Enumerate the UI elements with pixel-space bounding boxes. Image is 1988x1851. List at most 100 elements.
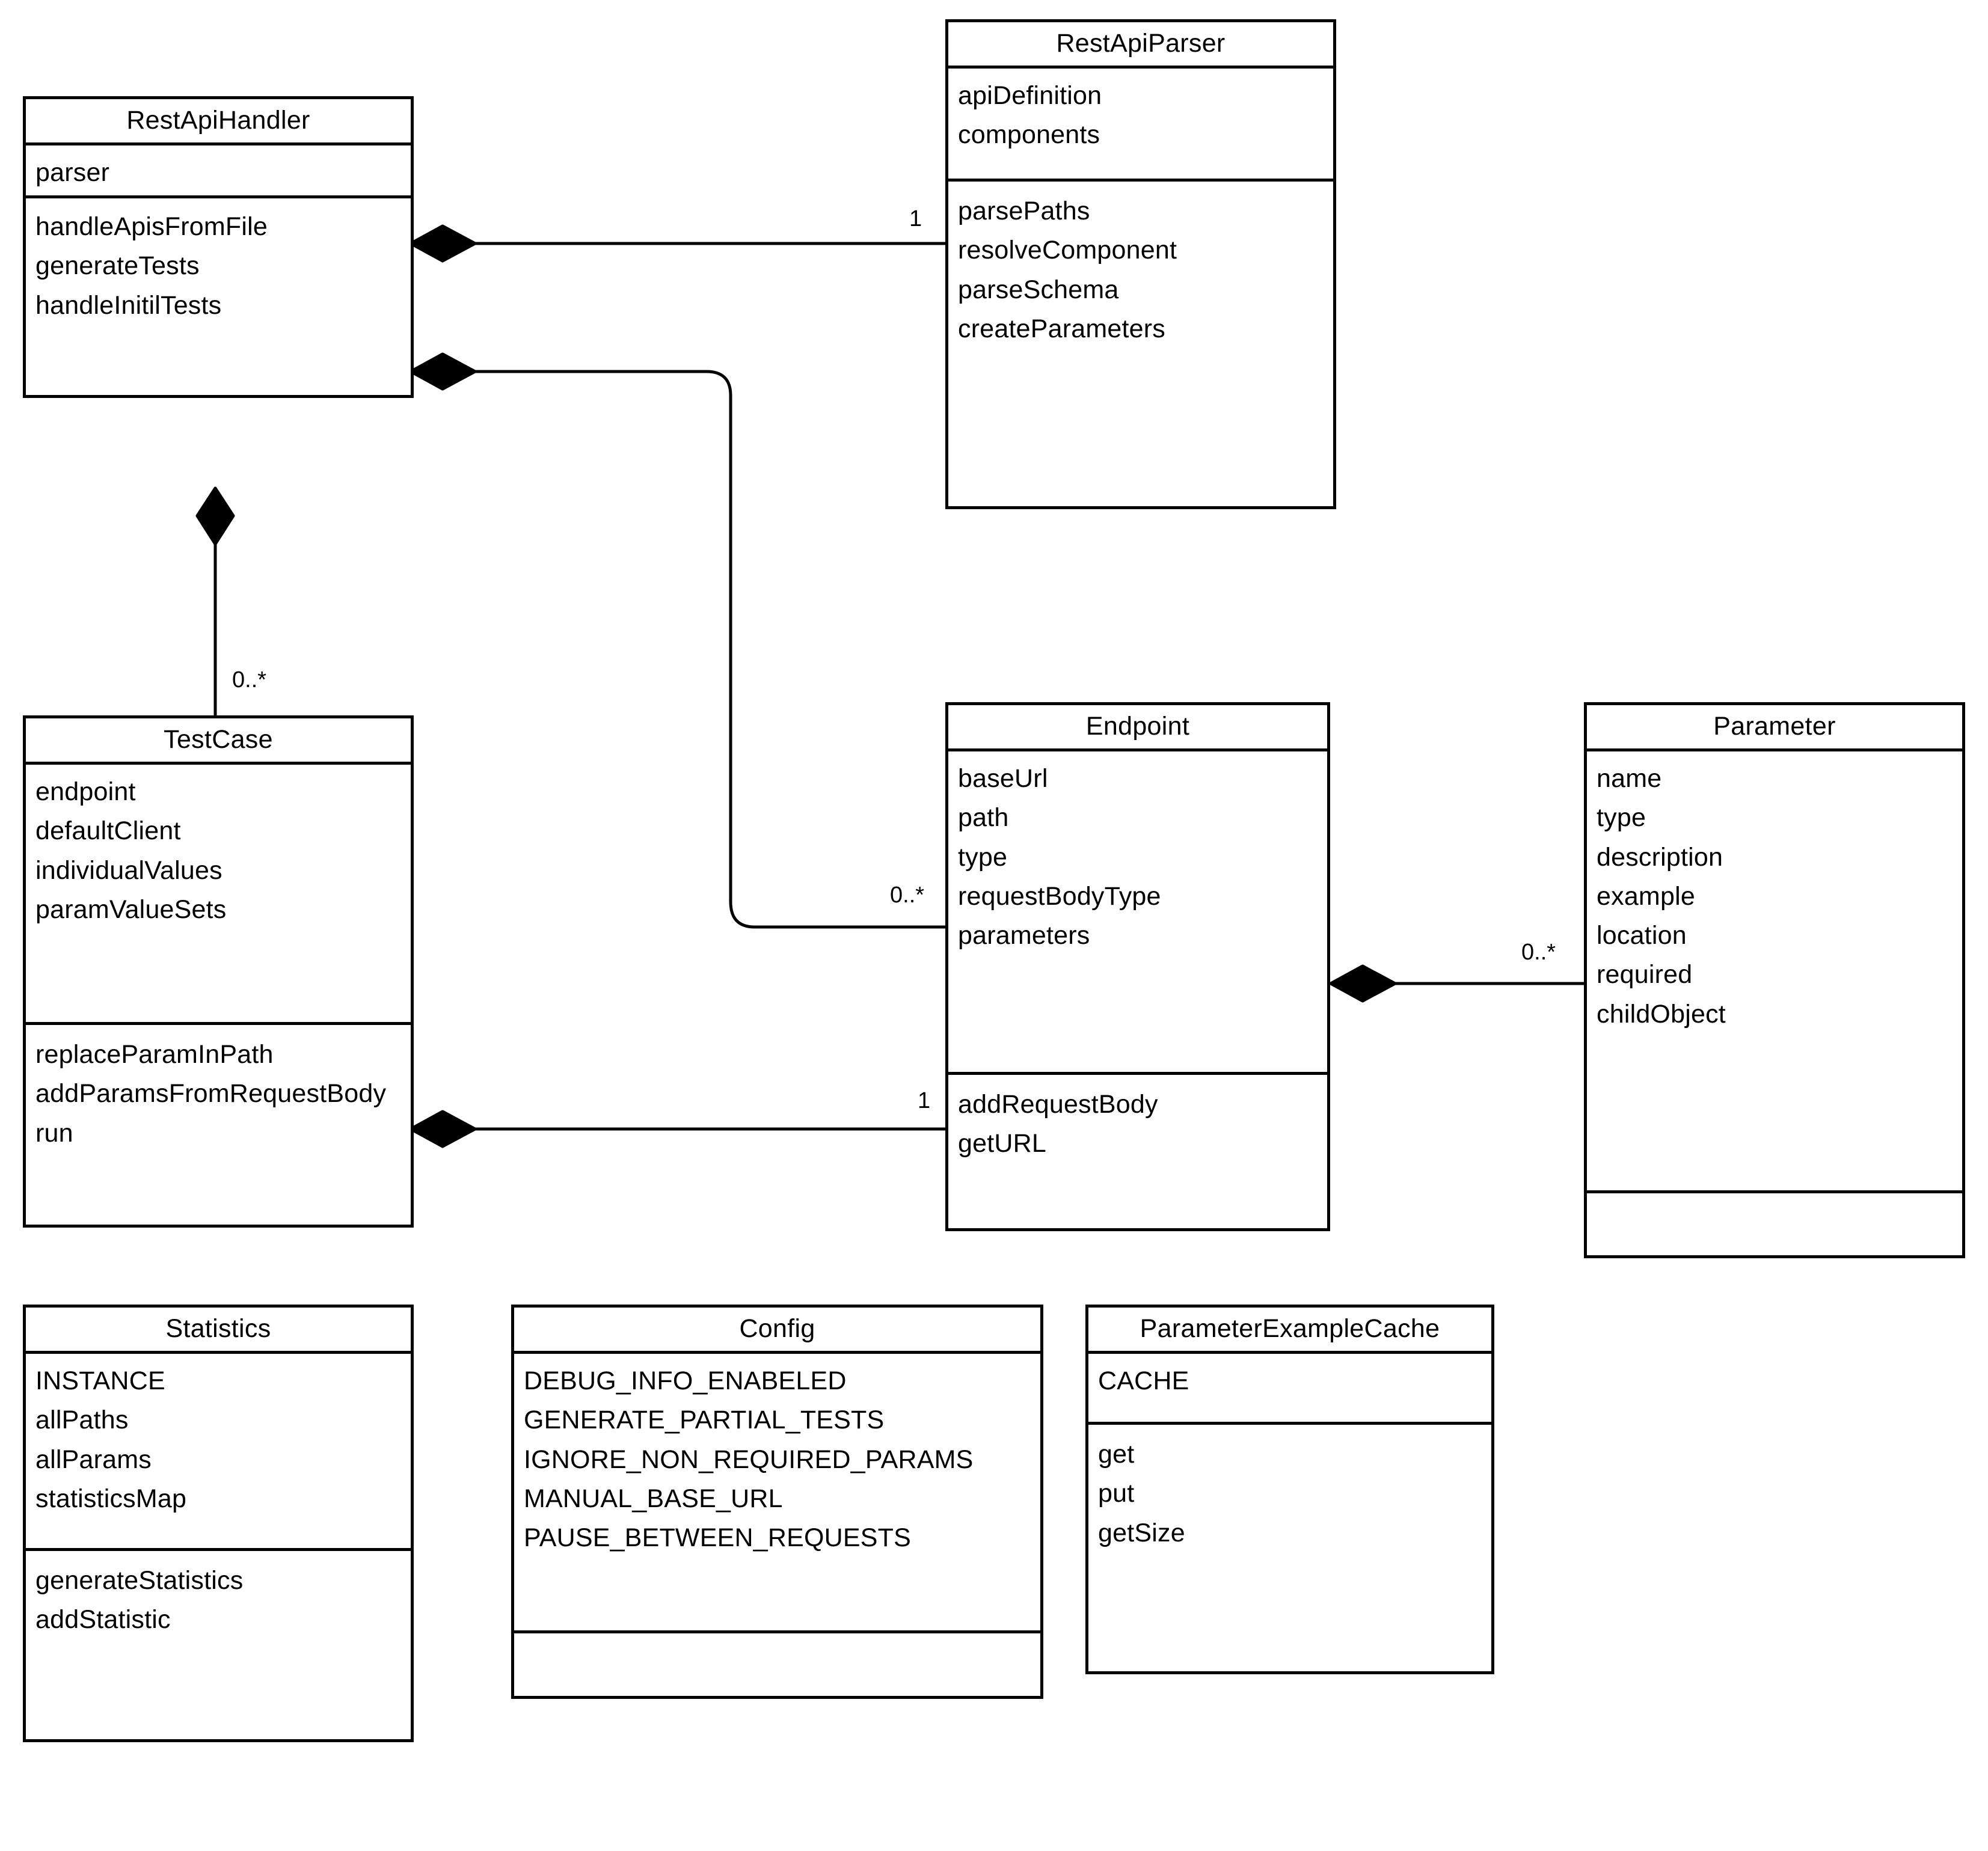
class-operation: generateTests	[35, 251, 200, 281]
class-attribute: INSTANCE	[35, 1366, 165, 1395]
class-operations-section: handleApisFromFile generateTests handleI…	[26, 195, 411, 395]
class-attribute: PAUSE_BETWEEN_REQUESTS	[524, 1523, 911, 1553]
class-operation: get	[1098, 1440, 1135, 1469]
class-box-config[interactable]: Config DEBUG_INFO_ENABELED GENERATE_PART…	[511, 1305, 1043, 1699]
class-operations-section: generateStatistics addStatistic	[26, 1548, 411, 1739]
class-attribute: description	[1597, 842, 1723, 872]
class-name: TestCase	[164, 725, 273, 754]
class-title-section: Parameter	[1587, 705, 1962, 748]
composition-diamond	[409, 1110, 477, 1148]
multiplicity-handler-endpoint: 0..*	[890, 883, 925, 908]
association-handler-testcase	[195, 486, 235, 715]
class-title-section: ParameterExampleCache	[1088, 1308, 1491, 1351]
class-attribute: type	[958, 842, 1008, 872]
class-attribute: CACHE	[1098, 1366, 1189, 1395]
class-attribute: name	[1597, 764, 1662, 793]
class-attribute: requestBodyType	[958, 881, 1161, 911]
multiplicity-testcase-endpoint: 1	[918, 1088, 931, 1113]
multiplicity-handler-testcase: 0..*	[232, 667, 267, 693]
multiplicity-endpoint-parameter: 0..*	[1521, 940, 1556, 965]
class-name: Parameter	[1713, 712, 1836, 741]
class-attributes-section: CACHE	[1088, 1351, 1491, 1422]
class-operations-section: parsePaths resolveComponent parseSchema …	[948, 179, 1333, 506]
class-attribute: childObject	[1597, 999, 1726, 1029]
class-operation: parseSchema	[958, 275, 1119, 304]
class-name: RestApiHandler	[126, 106, 310, 135]
class-attributes-section: parser	[26, 142, 411, 195]
class-attribute: individualValues	[35, 855, 222, 885]
composition-diamond	[195, 486, 235, 546]
class-attribute: defaultClient	[35, 816, 181, 846]
class-operation: replaceParamInPath	[35, 1040, 274, 1069]
composition-diamond	[1329, 964, 1397, 1003]
class-operation: getURL	[958, 1129, 1046, 1158]
class-attribute: baseUrl	[958, 764, 1048, 793]
class-operation: addParamsFromRequestBody	[35, 1079, 387, 1109]
class-title-section: RestApiHandler	[26, 99, 411, 142]
class-operation: getSize	[1098, 1518, 1185, 1547]
class-name: Config	[739, 1314, 815, 1344]
class-operation: createParameters	[958, 314, 1165, 343]
association-testcase-endpoint	[409, 1110, 945, 1148]
class-box-rest-api-handler[interactable]: RestApiHandler parser handleApisFromFile…	[23, 96, 414, 398]
class-operation: generateStatistics	[35, 1566, 244, 1595]
class-box-rest-api-parser[interactable]: RestApiParser apiDefinition components p…	[945, 19, 1336, 509]
class-operation: run	[35, 1118, 73, 1148]
class-title-section: TestCase	[26, 718, 411, 762]
class-box-parameter[interactable]: Parameter name type description example …	[1584, 702, 1965, 1258]
class-attribute: example	[1597, 881, 1695, 911]
class-title-section: RestApiParser	[948, 22, 1333, 66]
class-operations-section: replaceParamInPath addParamsFromRequestB…	[26, 1022, 411, 1225]
class-name: Statistics	[165, 1314, 271, 1344]
class-operation: addStatistic	[35, 1605, 171, 1635]
class-box-test-case[interactable]: TestCase endpoint defaultClient individu…	[23, 715, 414, 1228]
class-operation: handleInitilTests	[35, 290, 222, 320]
class-attributes-section: baseUrl path type requestBodyType parame…	[948, 748, 1327, 1072]
class-attribute: IGNORE_NON_REQUIRED_PARAMS	[524, 1445, 974, 1474]
class-operation: addRequestBody	[958, 1090, 1158, 1119]
class-attribute: location	[1597, 921, 1687, 950]
class-attribute: allPaths	[35, 1406, 129, 1435]
composition-diamond	[409, 224, 477, 263]
class-attribute: endpoint	[35, 777, 136, 806]
class-box-parameter-example-cache[interactable]: ParameterExampleCache CACHE get put getS…	[1085, 1305, 1494, 1674]
class-name: RestApiParser	[1056, 29, 1226, 58]
class-attribute: apiDefinition	[958, 81, 1102, 110]
association-endpoint-parameter	[1329, 964, 1584, 1003]
class-attribute: parameters	[958, 921, 1090, 950]
class-box-endpoint[interactable]: Endpoint baseUrl path type requestBodyTy…	[945, 702, 1330, 1231]
multiplicity-handler-parser: 1	[909, 206, 922, 231]
class-attributes-section: DEBUG_INFO_ENABELED GENERATE_PARTIAL_TES…	[514, 1351, 1040, 1630]
class-attribute: parser	[35, 158, 110, 187]
class-attribute: type	[1597, 803, 1646, 833]
class-attribute: paramValueSets	[35, 895, 227, 924]
class-title-section: Statistics	[26, 1308, 411, 1351]
composition-diamond	[409, 352, 477, 391]
class-attributes-section: apiDefinition components	[948, 66, 1333, 179]
class-attribute: statisticsMap	[35, 1484, 187, 1513]
class-name: Endpoint	[1085, 712, 1190, 741]
class-box-statistics[interactable]: Statistics INSTANCE allPaths allParams s…	[23, 1305, 414, 1742]
class-attributes-section: endpoint defaultClient individualValues …	[26, 762, 411, 1022]
class-operation: resolveComponent	[958, 236, 1177, 265]
class-operations-section: get put getSize	[1088, 1422, 1491, 1671]
class-attribute: path	[958, 803, 1009, 833]
class-attribute: DEBUG_INFO_ENABELED	[524, 1366, 847, 1395]
class-attributes-section: name type description example location r…	[1587, 748, 1962, 1190]
association-handler-endpoint	[409, 352, 945, 929]
class-attribute: allParams	[35, 1445, 152, 1474]
class-title-section: Endpoint	[948, 705, 1327, 748]
class-operation: put	[1098, 1479, 1135, 1508]
class-operations-section	[514, 1630, 1040, 1696]
class-name: ParameterExampleCache	[1140, 1314, 1440, 1344]
class-operation: parsePaths	[958, 197, 1090, 225]
class-title-section: Config	[514, 1308, 1040, 1351]
class-attributes-section: INSTANCE allPaths allParams statisticsMa…	[26, 1351, 411, 1548]
class-attribute: MANUAL_BASE_URL	[524, 1484, 783, 1513]
association-handler-parser	[409, 224, 945, 263]
class-attribute: GENERATE_PARTIAL_TESTS	[524, 1406, 885, 1435]
class-operations-section: addRequestBody getURL	[948, 1072, 1327, 1228]
class-operation: handleApisFromFile	[35, 212, 268, 241]
class-operations-section	[1587, 1190, 1962, 1255]
